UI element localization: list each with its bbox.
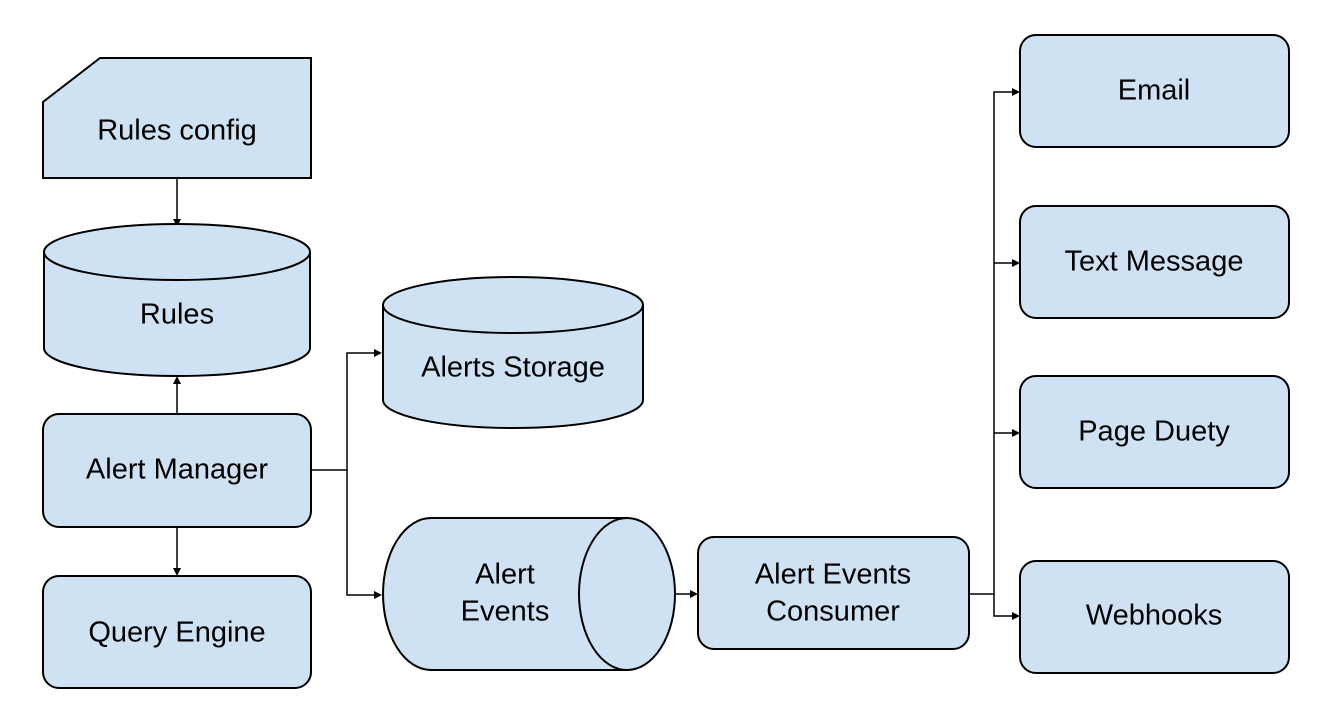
alert-events-consumer-label-line1: Alert Events (755, 559, 911, 591)
rules-config-node: Rules config (42, 57, 312, 179)
edge-alert-manager-to-rules (173, 376, 181, 414)
text-message-label: Text Message (1065, 246, 1244, 278)
edge-alert-events-to-consumer (676, 590, 698, 598)
alert-manager-node: Alert Manager (42, 413, 312, 528)
email-label: Email (1118, 75, 1191, 107)
alerts-storage-label: Alerts Storage (421, 352, 605, 384)
alert-events-label-line2: Events (461, 596, 550, 628)
page-duety-node: Page Duety (1019, 375, 1290, 489)
webhooks-label: Webhooks (1086, 600, 1223, 632)
edge-alert-manager-to-query-engine (173, 527, 181, 576)
alerts-storage-node: Alerts Storage (382, 276, 644, 429)
edge-alert-manager-to-alert-events (346, 470, 382, 599)
edge-consumer-to-page-duety (994, 429, 1020, 437)
rules-node: Rules (43, 223, 311, 377)
edge-alert-manager-to-alerts-storage (311, 349, 382, 471)
edge-consumer-to-email (969, 88, 1020, 595)
edge-rules-config-to-rules (173, 178, 181, 227)
alert-manager-label: Alert Manager (86, 454, 268, 486)
rules-label: Rules (140, 299, 214, 331)
alert-events-consumer-node: Alert Events Consumer (697, 536, 970, 650)
query-engine-node: Query Engine (42, 575, 312, 689)
alert-events-label-line1: Alert (475, 559, 535, 591)
webhooks-node: Webhooks (1019, 560, 1290, 674)
edge-consumer-to-text-message (994, 259, 1020, 267)
alert-events-consumer-label-line2: Consumer (766, 596, 900, 628)
text-message-node: Text Message (1019, 205, 1290, 319)
query-engine-label: Query Engine (88, 617, 265, 649)
rules-config-label: Rules config (97, 115, 257, 147)
email-node: Email (1019, 34, 1290, 148)
edge-consumer-to-webhooks (993, 594, 1020, 620)
page-duety-label: Page Duety (1078, 416, 1230, 448)
alert-events-node: Alert Events (382, 517, 676, 671)
